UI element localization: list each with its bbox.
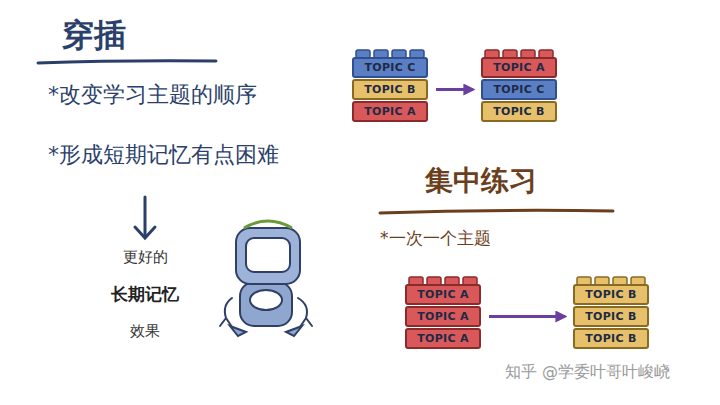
flow-arrow [489, 315, 565, 318]
title-underline [380, 210, 613, 213]
bullet-text: *改变学习主题的顺序 [48, 82, 257, 108]
brick-label: TOPIC B [585, 288, 636, 301]
lego-brick: TOPIC C [481, 79, 557, 100]
brick-label: TOPIC A [417, 332, 469, 345]
down-arrow [135, 197, 155, 238]
brick-label: TOPIC C [493, 83, 544, 96]
lego-brick: TOPIC B [573, 306, 649, 327]
section-title: 穿插 [62, 16, 126, 54]
lego-brick: TOPIC B [481, 101, 557, 122]
brick-label: TOPIC A [493, 61, 545, 74]
lego-brick: TOPIC A [405, 328, 481, 349]
lego-brick: TOPIC B [573, 328, 649, 349]
brick-label: TOPIC A [417, 288, 469, 301]
lego-brick: TOPIC B [352, 79, 428, 100]
lego-brick: TOPIC A [405, 284, 481, 305]
flow-arrow [436, 88, 473, 91]
lego-brick: TOPIC A [352, 101, 428, 122]
lego-brick: TOPIC C [352, 57, 428, 78]
lego-brick: TOPIC A [481, 57, 557, 78]
brick-label: TOPIC A [364, 105, 416, 118]
lego-brick: TOPIC B [573, 284, 649, 305]
bullet-text: *形成短期记忆有点困难 [48, 142, 279, 168]
result-text: 效果 [130, 322, 160, 340]
bullet-text: *一次一个主题 [380, 228, 491, 248]
watermark: 知乎 @学委叶哥叶峻峣 [505, 362, 670, 381]
section-title: 集中练习 [425, 164, 537, 198]
brick-label: TOPIC B [493, 105, 544, 118]
brick-label: TOPIC B [364, 83, 415, 96]
result-text: 长期记忆 [111, 284, 179, 304]
brick-label: TOPIC C [364, 61, 415, 74]
robot-illustration [220, 221, 312, 336]
title-underline [38, 61, 216, 63]
brick-studs [356, 50, 645, 285]
brick-label: TOPIC B [585, 332, 636, 345]
brick-label: TOPIC B [585, 310, 636, 323]
lego-brick: TOPIC A [405, 306, 481, 327]
result-text: 更好的 [123, 248, 168, 266]
brick-label: TOPIC A [417, 310, 469, 323]
